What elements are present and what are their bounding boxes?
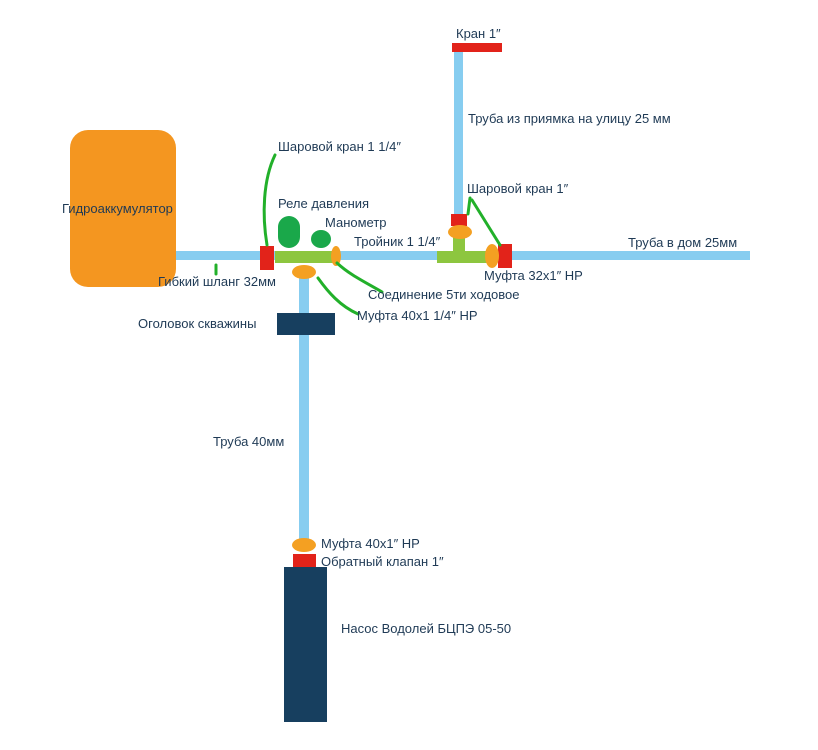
leader-ball-valve-main: [262, 153, 277, 247]
label-check-valve: Обратный клапан 1″: [321, 554, 444, 569]
label-pipe-house: Труба в дом 25мм: [628, 235, 737, 250]
label-pressure-switch: Реле давления: [278, 196, 369, 211]
label-accumulator: Гидроаккумулятор: [62, 201, 173, 216]
wellhead-block: [277, 313, 335, 335]
label-flexible-hose: Гибкий шланг 32мм: [158, 274, 276, 289]
pump-body: [284, 567, 327, 722]
label-pump: Насос Водолей БЦПЭ 05-50: [341, 621, 511, 636]
five-way-fitting: [275, 251, 335, 263]
label-manometer: Манометр: [325, 215, 387, 230]
leader-five-way: [335, 261, 384, 294]
coupling-32-red: [498, 244, 512, 268]
accumulator-tank: [70, 130, 176, 287]
label-ball-valve-main: Шаровой кран 1 1/4″: [278, 139, 401, 154]
label-five-way: Соединение 5ти ходовое: [368, 287, 520, 302]
check-valve: [293, 554, 316, 567]
label-tee: Тройник 1 1/4″: [354, 234, 441, 249]
tap-valve: [452, 43, 502, 52]
manometer: [311, 230, 331, 248]
tee-vertical: [453, 232, 465, 262]
coupling-ball-valve-small: [448, 225, 472, 239]
leader-coupling-40-114: [316, 276, 360, 316]
labels: Кран 1″ Труба из приямка на улицу 25 мм …: [62, 26, 737, 636]
coupling-40-1: [292, 538, 316, 552]
leader-ball-valve-small: [466, 196, 502, 247]
pressure-switch: [278, 216, 300, 248]
coupling-manometer-side: [331, 246, 341, 266]
coupling-40-114: [292, 265, 316, 279]
label-tap: Кран 1″: [456, 26, 501, 41]
ball-valve-main: [260, 246, 274, 270]
label-wellhead: Оголовок скважины: [138, 316, 256, 331]
ball-valve-small: [451, 214, 467, 226]
label-coupling-32: Муфта 32х1″ НР: [484, 268, 583, 283]
leader-lines: [214, 153, 502, 316]
pipe-vertical-yard: [454, 45, 463, 255]
label-pipe-yard: Труба из приямка на улицу 25 мм: [468, 111, 671, 126]
pipe-vertical-40mm: [299, 272, 309, 542]
label-coupling-40-1: Муфта 40х1″ НР: [321, 536, 420, 551]
coupling-32-orange: [485, 244, 499, 268]
label-pipe-40: Труба 40мм: [213, 434, 284, 449]
label-ball-valve-small: Шаровой кран 1″: [467, 181, 569, 196]
label-coupling-40-114: Муфта 40х1 1/4″ НР: [357, 308, 478, 323]
